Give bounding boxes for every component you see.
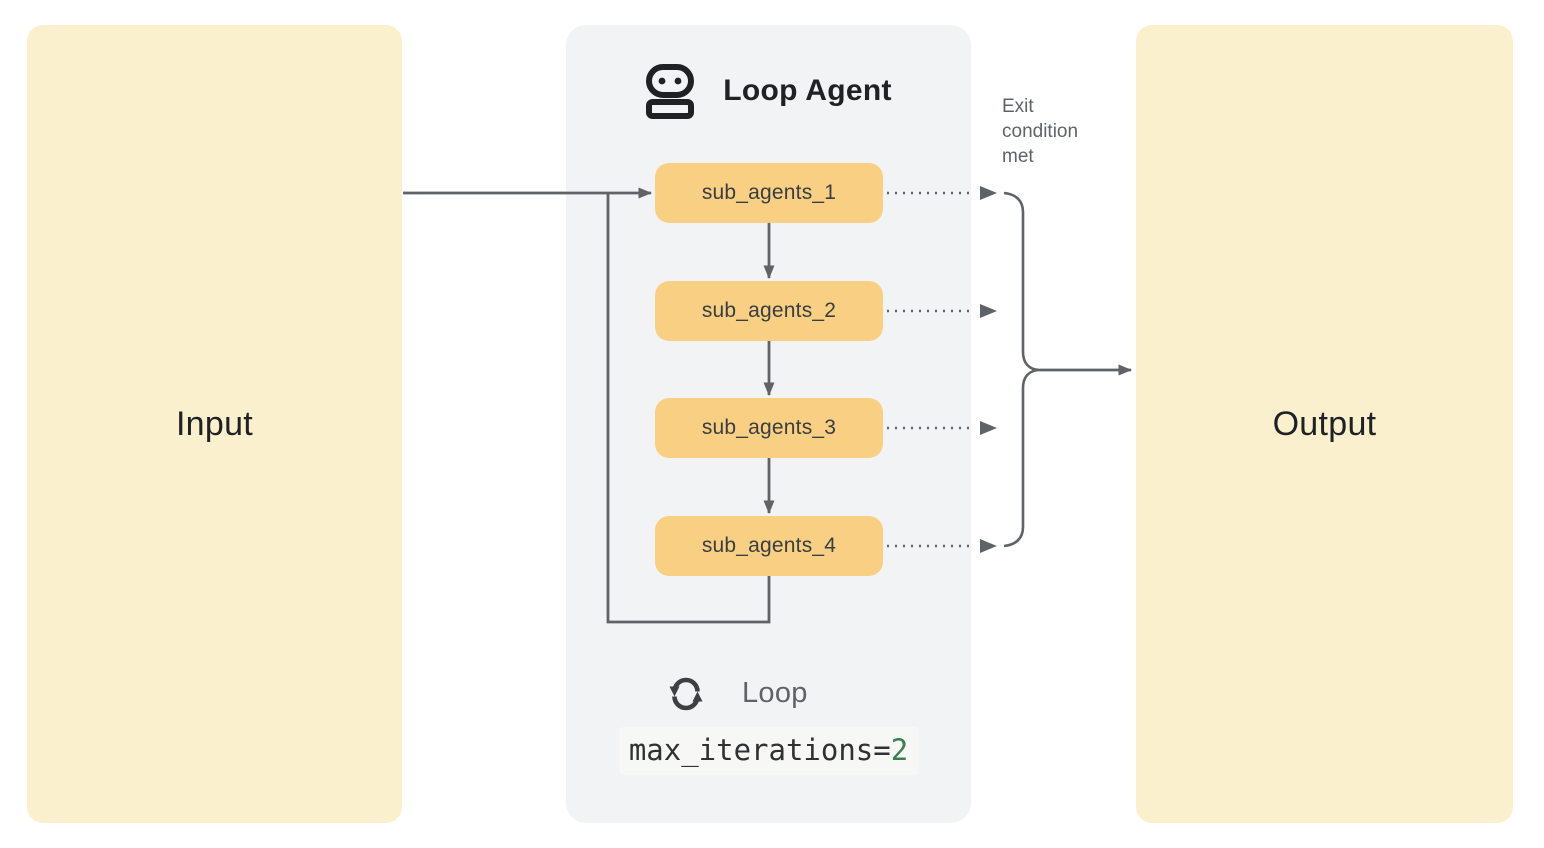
robot-icon xyxy=(646,64,695,119)
loop-agent-panel: Loop Agent sub_agents_1 sub_agents_2 sub… xyxy=(566,25,971,823)
max-iterations-code: max_iterations=2 xyxy=(618,727,919,775)
exit-condition-label: Exit condition met xyxy=(1002,96,1079,167)
exit-arrowhead-3 xyxy=(980,421,997,435)
sub-agent-box-3: sub_agents_3 xyxy=(655,398,883,458)
max-iterations-value: 2 xyxy=(890,733,909,767)
loop-agent-title: Loop Agent xyxy=(723,74,892,107)
max-iterations-text: max_iterations= xyxy=(628,733,891,767)
output-label: Output xyxy=(1272,404,1377,443)
loop-sync-icon xyxy=(669,677,703,711)
sub-agent-box-2: sub_agents_2 xyxy=(655,281,883,341)
input-box: Input xyxy=(27,25,402,823)
sub-agent-label-3: sub_agents_3 xyxy=(701,416,837,439)
exit-arrowhead-2 xyxy=(980,304,997,318)
output-box: Output xyxy=(1136,25,1513,823)
exit-brace xyxy=(1003,191,1042,548)
exit-arrowhead-4 xyxy=(980,539,997,553)
loop-agent-header: Loop Agent xyxy=(566,63,971,119)
sub-agent-label-2: sub_agents_2 xyxy=(701,299,837,322)
exit-arrowhead-1 xyxy=(980,186,997,200)
sub-agent-label-1: sub_agents_1 xyxy=(701,181,837,204)
input-label: Input xyxy=(175,404,254,443)
sub-agent-label-4: sub_agents_4 xyxy=(701,534,837,557)
sub-agent-box-1: sub_agents_1 xyxy=(655,163,883,223)
sub-agent-box-4: sub_agents_4 xyxy=(655,516,883,576)
loop-label: Loop xyxy=(742,677,808,709)
